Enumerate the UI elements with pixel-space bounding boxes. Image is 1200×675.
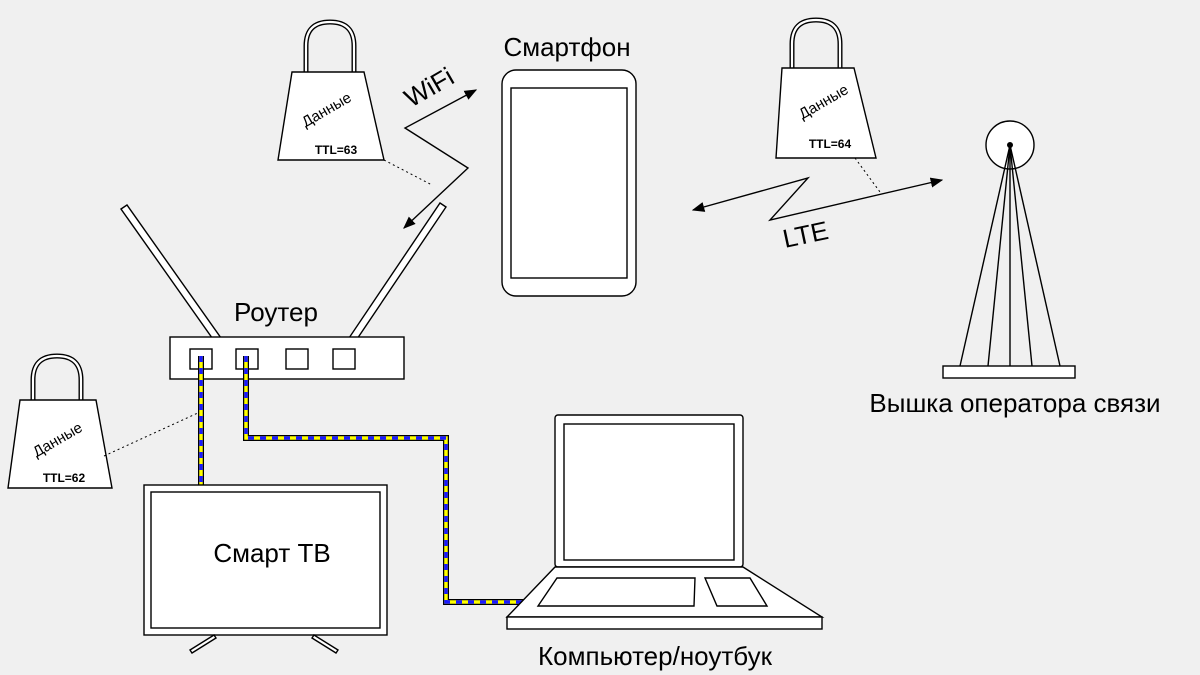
lte-label: LTE — [780, 215, 831, 254]
bag-icon — [7, 399, 113, 489]
tv-leg-left — [189, 634, 217, 654]
laptop-keyboard — [536, 577, 696, 607]
cable-router-laptop — [243, 356, 526, 605]
smartphone-label: Смартфон — [503, 32, 630, 62]
wifi-signal — [403, 89, 478, 229]
packet-top-left-ttl: TTL=63 — [315, 143, 358, 157]
router-antenna-right — [348, 202, 447, 343]
router-port-4 — [332, 348, 356, 370]
router — [120, 202, 447, 380]
laptop-label: Компьютер/ноутбук — [538, 641, 773, 671]
smartphone — [501, 69, 637, 297]
tv-label: Смарт ТВ — [213, 538, 330, 568]
data-packet-top-right — [775, 17, 881, 193]
tower-base — [942, 365, 1076, 379]
laptop-front-edge — [506, 616, 823, 630]
router-port-3 — [285, 348, 309, 370]
laptop-screen — [563, 423, 735, 561]
data-packet-bottom-left — [7, 353, 201, 489]
laptop — [505, 414, 825, 630]
wifi-label: WiFi — [399, 61, 459, 113]
smart-tv — [143, 484, 388, 654]
router-label: Роутер — [234, 297, 318, 327]
laptop-touchpad — [703, 577, 769, 607]
router-antenna-left — [120, 204, 222, 343]
tv-leg-right — [311, 634, 339, 654]
data-packet-top-left — [277, 19, 433, 186]
bag-icon — [775, 67, 877, 159]
packet-top-right-ttl: TTL=64 — [809, 137, 852, 151]
tower-label: Вышка оператора связи — [869, 388, 1160, 418]
tv-screen — [150, 491, 381, 629]
cell-tower — [942, 120, 1076, 379]
lte-signal — [691, 176, 944, 222]
packet-bottom-left-ttl: TTL=62 — [43, 471, 86, 485]
